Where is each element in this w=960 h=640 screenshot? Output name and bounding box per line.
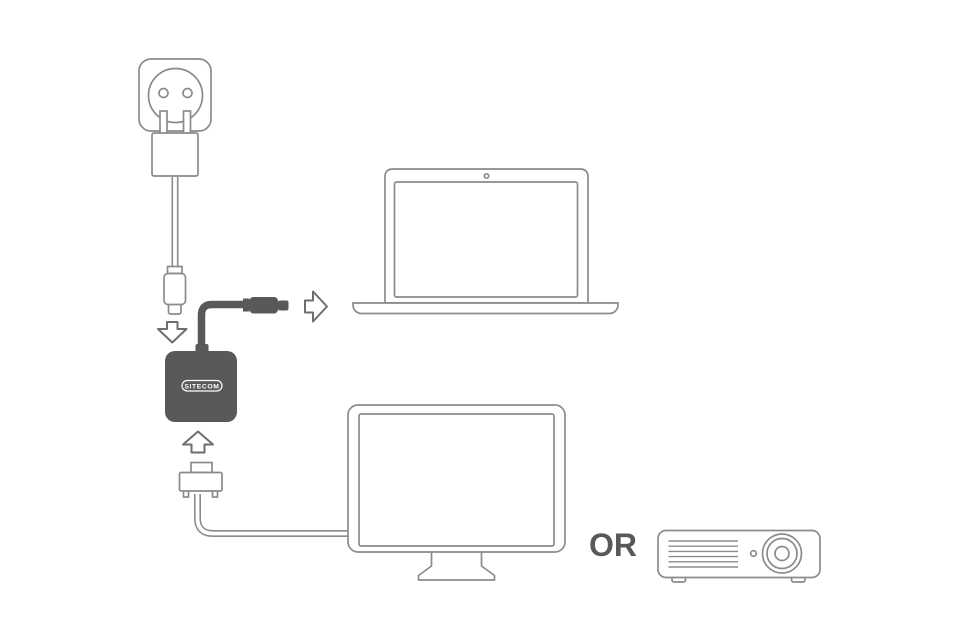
- socket-plate: [138, 58, 212, 132]
- usbc-tip: [278, 300, 289, 311]
- projector-vents: [668, 540, 738, 568]
- usbc-power-collar: [166, 265, 183, 275]
- plug-prong-right: [182, 110, 192, 135]
- laptop-icon: [352, 168, 619, 315]
- right-arrow-icon: [304, 290, 328, 323]
- usbc-power-body: [163, 272, 187, 306]
- plug-prong-left: [159, 110, 168, 135]
- or-label: OR: [589, 527, 637, 563]
- power-plug-icon: [151, 110, 199, 177]
- socket-hole-right: [182, 87, 193, 99]
- down-arrow-icon: [157, 321, 188, 344]
- usbc-connector-icon: [243, 297, 289, 314]
- vga-body: [178, 471, 223, 492]
- wall-socket-icon: [138, 58, 212, 132]
- usbc-cable-icon: [197, 300, 243, 348]
- sitecom-adapter-icon: SITECOM: [165, 344, 237, 422]
- vga-tab: [190, 461, 213, 474]
- plug-body: [151, 132, 199, 177]
- socket-recess: [147, 67, 204, 124]
- projector-icon: [657, 529, 821, 583]
- laptop-base: [352, 302, 619, 315]
- projector-led: [749, 549, 758, 558]
- vga-connector-icon: [178, 461, 223, 498]
- laptop-webcam: [483, 172, 490, 180]
- adapter-body: [165, 351, 237, 422]
- socket-hole-left: [158, 87, 169, 99]
- usbc-power-connector-icon: [163, 265, 187, 315]
- projector-body: [657, 529, 821, 579]
- usbc-collar: [243, 298, 250, 312]
- monitor-icon: [347, 404, 566, 581]
- projector-lens: [761, 533, 803, 574]
- up-arrow-icon: [182, 430, 214, 454]
- sitecom-logo-pill: [181, 379, 223, 392]
- usbc-body: [249, 297, 278, 314]
- sitecom-logo-text: SITECOM: [184, 383, 219, 390]
- laptop-screen: [393, 181, 579, 298]
- monitor-screen: [358, 413, 555, 547]
- monitor-stand: [417, 550, 496, 581]
- vga-cable-icon: [194, 494, 352, 537]
